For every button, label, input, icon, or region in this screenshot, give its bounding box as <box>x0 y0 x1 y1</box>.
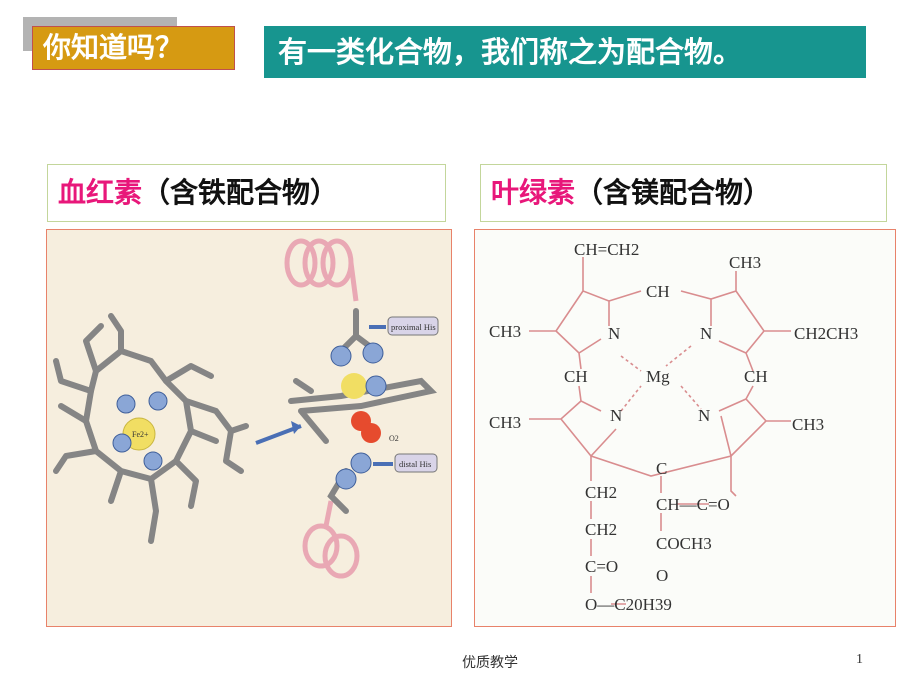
atom-label: N <box>610 406 622 425</box>
atom-label: CH3 <box>489 322 521 341</box>
atom-label: CH3 <box>729 253 761 272</box>
hemoglobin-desc: （含铁配合物） <box>142 176 339 209</box>
atom-label: CH3 <box>792 415 824 434</box>
o2-label: O2 <box>389 434 399 443</box>
atom-label: C <box>656 459 667 478</box>
helix-bottom <box>302 500 360 579</box>
atom-label: CH2 <box>585 520 617 539</box>
heme-side <box>288 308 438 514</box>
porphyrin-ring <box>53 313 249 544</box>
intro-banner: 有一类化合物，我们称之为配合物。 <box>264 26 866 78</box>
helix-top <box>284 238 359 302</box>
atom-label: N <box>608 324 620 343</box>
atom-label: CH3 <box>489 413 521 432</box>
arrow-head-icon <box>291 421 301 434</box>
atom-label: COCH3 <box>656 534 712 553</box>
atom-labels: CH=CH2 CH3 CH CH3 N N CH2CH3 CH Mg CH CH… <box>489 240 858 614</box>
question-title: 你知道吗？ <box>32 26 235 70</box>
atom-label: CH=CH2 <box>574 240 639 259</box>
ring-bonds <box>529 257 791 605</box>
chlorophyll-name: 叶绿素 <box>491 176 576 209</box>
hemoglobin-structure: Fe2+ O2 proximal Hi <box>53 238 439 579</box>
proximal-his-label: proximal His <box>391 322 436 332</box>
hemoglobin-image: Fe2+ O2 proximal Hi <box>46 229 452 627</box>
atom-label: O <box>656 566 668 585</box>
atom-label: Mg <box>646 367 670 386</box>
atom-label: CH <box>744 367 768 386</box>
chlorophyll-desc: （含镁配合物） <box>575 176 772 209</box>
atom-label: CH2 <box>585 483 617 502</box>
chlorophyll-structure: CH=CH2 CH3 CH CH3 N N CH2CH3 CH Mg CH CH… <box>489 240 858 614</box>
atom-label: N <box>700 324 712 343</box>
hemoglobin-name: 血红素 <box>58 176 143 209</box>
atom-label: O—C20H39 <box>585 595 672 614</box>
atom-label: CH <box>564 367 588 386</box>
distal-his-label: distal His <box>399 459 431 469</box>
atom-label: C=O <box>585 557 618 576</box>
hemoglobin-label: 血红素（含铁配合物） <box>47 164 446 222</box>
atom-label: N <box>698 406 710 425</box>
atom-label: CH—C=O <box>656 495 730 514</box>
atom-label: CH2CH3 <box>794 324 858 343</box>
footer-text: 优质教学 <box>462 655 518 671</box>
iron-complex: Fe2+ <box>112 391 168 471</box>
page-number: 1 <box>856 652 863 667</box>
chlorophyll-label: 叶绿素（含镁配合物） <box>480 164 887 222</box>
fe-label: Fe2+ <box>132 430 149 439</box>
atom-label: CH <box>646 282 670 301</box>
chlorophyll-image: CH=CH2 CH3 CH CH3 N N CH2CH3 CH Mg CH CH… <box>474 229 896 627</box>
